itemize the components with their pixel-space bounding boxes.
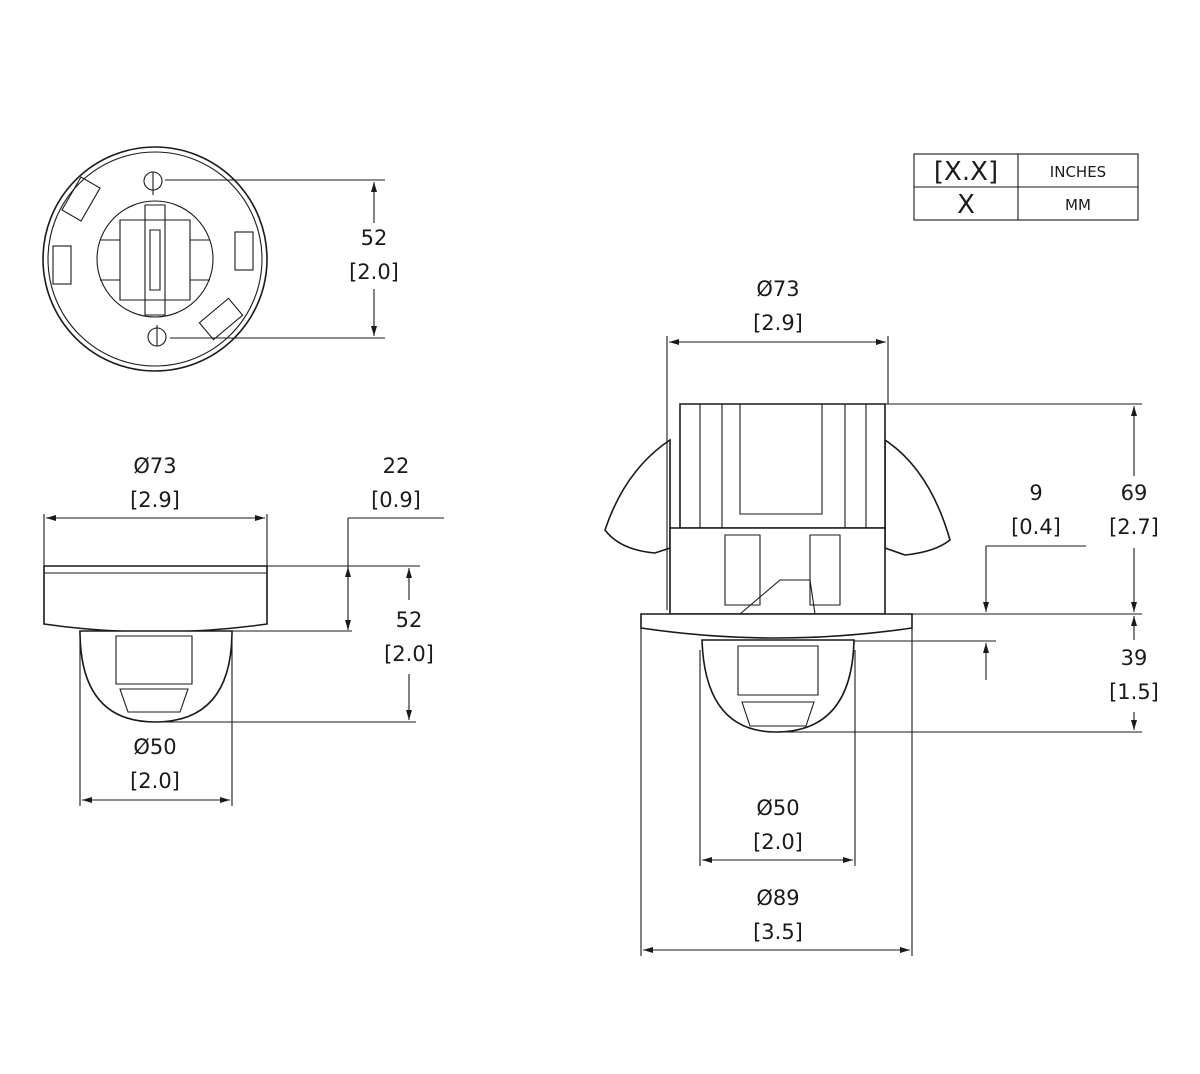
legend-inches-label: INCHES (1050, 163, 1106, 181)
flush-mount-view: Ø73 [2.9] 69 [2.7] 9 [0.4] 39 [1.5] Ø50 … (604, 277, 1166, 956)
flush-dome-diameter-mm: Ø50 (756, 796, 799, 820)
side-base-height-in: [0.9] (371, 488, 421, 512)
flush-body-height-mm: 69 (1121, 481, 1148, 505)
legend-inches-symbol: [X.X] (934, 157, 998, 187)
flush-trim-offset-mm: 9 (1029, 481, 1042, 505)
side-total-height-mm: 52 (396, 608, 423, 632)
flush-trim-diameter-in: [3.5] (753, 920, 803, 944)
flush-dome-height-mm: 39 (1121, 646, 1148, 670)
flush-dome-height-in: [1.5] (1109, 680, 1159, 704)
flush-body-height-in: [2.7] (1109, 515, 1159, 539)
flush-trim-diameter-mm: Ø89 (756, 886, 799, 910)
side-total-height-in: [2.0] (384, 642, 434, 666)
side-diameter-mm: Ø73 (133, 454, 176, 478)
side-view: Ø73 [2.9] 22 [0.9] 52 [2.0] Ø50 [2.0] (43, 454, 444, 806)
flush-trim-offset-in: [0.4] (1011, 515, 1061, 539)
flush-top-diameter-mm: Ø73 (756, 277, 799, 301)
top-height-in: [2.0] (349, 260, 399, 284)
flush-dome-diameter-in: [2.0] (753, 830, 803, 854)
top-view: 52 [2.0] (42, 146, 404, 372)
side-dome-diameter-mm: Ø50 (133, 735, 176, 759)
side-base-height-mm: 22 (383, 454, 410, 478)
flush-top-diameter-in: [2.9] (753, 311, 803, 335)
legend-mm-label: MM (1065, 196, 1091, 214)
side-dome-diameter-in: [2.0] (130, 769, 180, 793)
side-diameter-in: [2.9] (130, 488, 180, 512)
legend-mm-symbol: X (957, 190, 975, 220)
units-legend: [X.X] INCHES X MM (913, 153, 1139, 221)
top-height-mm: 52 (361, 226, 388, 250)
